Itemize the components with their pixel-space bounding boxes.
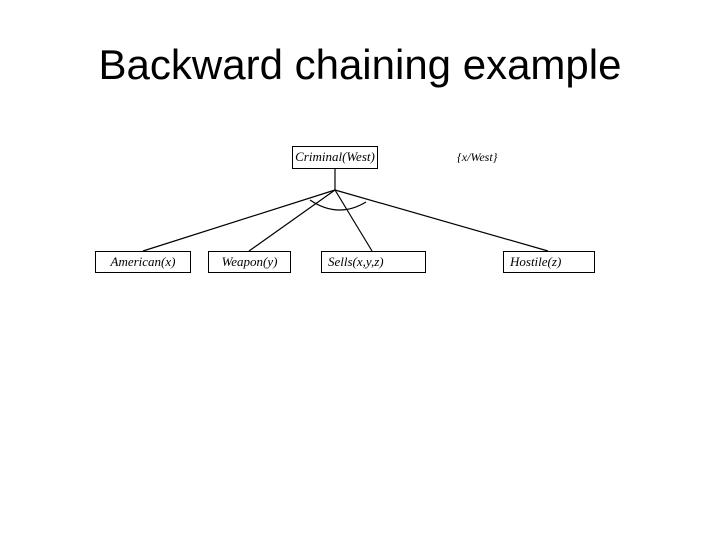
edge-goal-to-weapon xyxy=(248,189,336,252)
edge-goal-to-sells xyxy=(334,189,373,252)
node-criminal-west-label: Criminal(West) xyxy=(295,149,375,164)
node-weapon-y[interactable]: Weapon(y) xyxy=(208,251,291,273)
node-hostile-z[interactable]: Hostile(z) xyxy=(503,251,595,273)
page-title: Backward chaining example xyxy=(98,41,622,88)
node-criminal-west[interactable]: Criminal(West) xyxy=(292,146,378,169)
node-american-x[interactable]: American(x) xyxy=(95,251,191,273)
substitution-binding-x-west: {x/West} xyxy=(457,150,498,164)
node-weapon-y-label: Weapon(y) xyxy=(221,254,278,269)
and-conjunction-arc xyxy=(309,199,367,211)
node-american-x-label: American(x) xyxy=(110,254,176,269)
edge-goal-to-american xyxy=(142,189,336,252)
edge-goal-to-hostile xyxy=(334,189,549,252)
node-sells-xyz[interactable]: Sells(x,y,z) xyxy=(321,251,426,273)
node-sells-xyz-label: Sells(x,y,z) xyxy=(328,254,384,269)
node-hostile-z-label: Hostile(z) xyxy=(510,254,562,269)
